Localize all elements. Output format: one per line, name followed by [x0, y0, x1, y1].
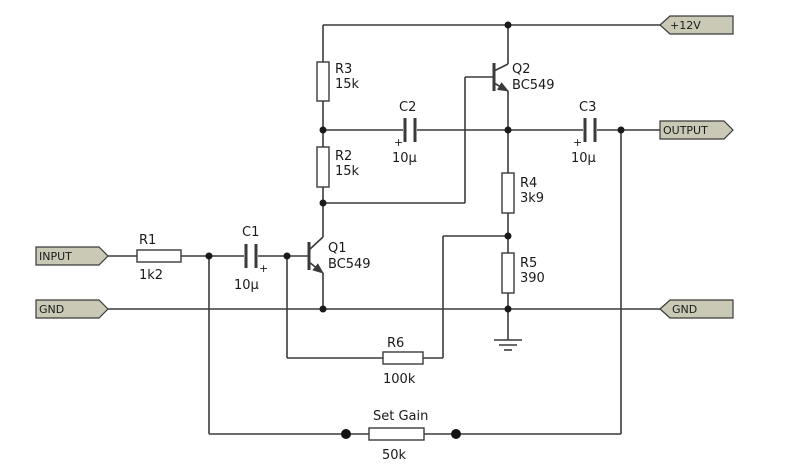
port-gnd-left-label: GND: [39, 303, 64, 316]
c2-value: 10µ: [392, 151, 417, 166]
r3-ref: R3: [335, 62, 352, 77]
gain-ref: Set Gain: [373, 409, 428, 424]
port-output-label: OUTPUT: [663, 124, 708, 137]
capacitor-c3[interactable]: + C3 10µ: [571, 100, 597, 166]
port-gnd-right-label: GND: [672, 303, 697, 316]
r1-ref: R1: [139, 233, 156, 248]
transistor-q1[interactable]: Q1 BC549: [307, 236, 371, 274]
c2-ref: C2: [399, 100, 416, 115]
resistor-r2[interactable]: R2 15k: [316, 146, 360, 188]
r6-ref: R6: [387, 336, 404, 351]
r3-value: 15k: [335, 77, 360, 92]
r4-value: 3k9: [520, 191, 544, 206]
c1-ref: C1: [242, 225, 259, 240]
c3-ref: C3: [579, 100, 596, 115]
r4-ref: R4: [520, 176, 537, 191]
capacitor-c2[interactable]: + C2 10µ: [392, 100, 417, 166]
resistor-r3[interactable]: R3 15k: [316, 61, 360, 102]
potentiometer-set-gain[interactable]: Set Gain 50k: [368, 409, 428, 463]
wires: [108, 24, 660, 435]
q2-ref: Q2: [512, 62, 531, 77]
r6-value: 100k: [383, 372, 416, 387]
transistor-q2[interactable]: Q2 BC549: [492, 62, 555, 93]
resistor-r6[interactable]: R6 100k: [382, 336, 424, 387]
q1-ref: Q1: [328, 241, 347, 256]
port-output[interactable]: OUTPUT: [659, 120, 734, 140]
gain-value: 50k: [382, 448, 407, 463]
port-gnd-right[interactable]: GND: [659, 299, 734, 319]
port-input-label: INPUT: [39, 250, 72, 263]
port-input[interactable]: INPUT: [35, 246, 109, 266]
capacitor-c1[interactable]: + C1 10µ: [234, 225, 268, 293]
r2-ref: R2: [335, 149, 352, 164]
r2-value: 15k: [335, 164, 360, 179]
r5-ref: R5: [520, 256, 537, 271]
port-vcc-label: +12V: [670, 19, 701, 32]
c3-polarity: +: [573, 136, 582, 149]
resistor-r1[interactable]: R1 1k2: [136, 233, 182, 283]
resistor-r5[interactable]: R5 390: [501, 252, 545, 294]
c1-value: 10µ: [234, 278, 259, 293]
junctions: [205, 21, 625, 439]
port-vcc[interactable]: +12V: [659, 15, 734, 35]
q2-type: BC549: [512, 78, 555, 93]
resistor-r4[interactable]: R4 3k9: [501, 172, 544, 214]
q1-type: BC549: [328, 257, 371, 272]
r5-value: 390: [520, 271, 545, 286]
c2-polarity: +: [394, 136, 403, 149]
c3-value: 10µ: [571, 151, 596, 166]
c1-polarity: +: [259, 262, 268, 275]
port-gnd-left[interactable]: GND: [35, 299, 109, 319]
r1-value: 1k2: [139, 268, 163, 283]
